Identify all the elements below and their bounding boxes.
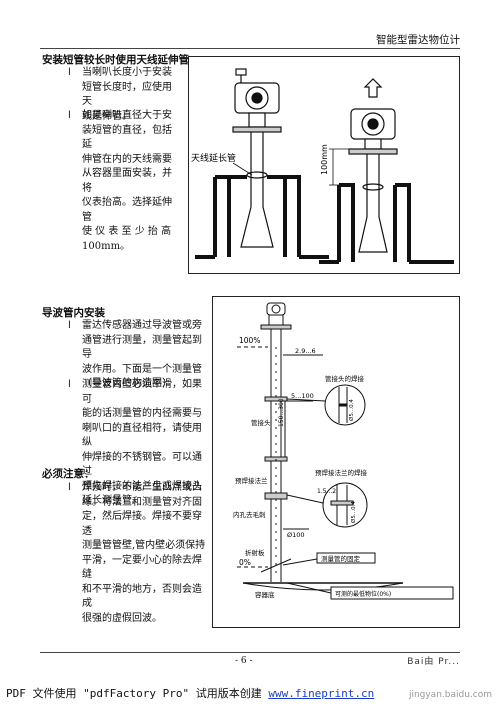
inner-hole-label: 内孔去毛刺 xyxy=(233,510,266,519)
pct-100-label: 100% xyxy=(239,336,260,345)
extension-pipe-diagram: 天线延长管 100mm xyxy=(191,68,454,264)
text-line: 波作用。下面是一个测量管 xyxy=(82,363,202,375)
bullet-marker: l xyxy=(68,67,71,78)
stilling-well-diagram: 100% 0% 2.9...6 150...300 5...100 Ø100 管… xyxy=(233,302,454,600)
fixing-label: 测量管的固定 xyxy=(321,554,361,563)
dia-label-a: Ø5...0.4 xyxy=(348,399,355,421)
text-line: 如果喇叭直径大于安 xyxy=(82,110,172,121)
text-line: 100mm。 xyxy=(82,240,131,252)
bottom-label: 容器底 xyxy=(255,590,275,599)
text-line: 焊接时，不能产生凸点或凸 xyxy=(82,482,202,493)
text-line: 平滑，一定要小心的除去焊缝 xyxy=(82,554,202,581)
bullet-marker: l xyxy=(68,320,71,331)
section2-bullet-2: l 测量管内壁必须平滑，如果可 能的话测量管的内径需要与 喇叭口的直径相符，请使… xyxy=(68,378,210,509)
text-line: 装短管的直径，包括延 xyxy=(82,124,172,151)
text-line: 和不平滑的地方，否则会造成 xyxy=(82,583,202,610)
text-line: （导波管的构造图） xyxy=(82,378,172,389)
figure-extension-pipe: 天线延长管 100mm xyxy=(188,56,460,274)
bullet-marker: l xyxy=(68,379,71,390)
text-line: 线延伸管。 xyxy=(82,110,132,122)
text-line: 雷达传感器通过导波管或旁 xyxy=(82,320,202,331)
watermark-text: Bai由 Pr... xyxy=(407,657,460,667)
dim-15-label: 1.5...2 xyxy=(317,488,336,495)
text-line: 通管进行测量，测量管起到导 xyxy=(82,334,202,361)
text-line: 很强的虚假回波。 xyxy=(82,612,162,624)
dim-5-label: 5...100 xyxy=(291,392,314,400)
section2-title: 导波管内安装 xyxy=(42,307,105,319)
text-line: 仪表抬高。选择延伸管 xyxy=(82,197,172,223)
pdf-credit-text: PDF 文件使用 "pdfFactory Pro" 试用版本创建 xyxy=(6,687,269,700)
figure-stilling-well: 100% 0% 2.9...6 150...300 5...100 Ø100 管… xyxy=(212,296,460,628)
header-divider xyxy=(40,48,460,49)
pdf-credit: PDF 文件使用 "pdfFactory Pro" 试用版本创建 www.fin… xyxy=(6,685,374,701)
text-line: 伸管在内的天线需要 xyxy=(82,153,172,165)
section1-title: 安装短管较长时使用天线延伸管 xyxy=(42,54,189,66)
text-line: 定，然后焊接。焊接不要穿透 xyxy=(82,511,202,537)
notes-bullet-1: l 焊接时，不能产生凸点或凸 缘。将法兰和测量管对齐固 定，然后焊接。焊接不要穿… xyxy=(68,481,210,626)
page-header: 智能型雷达物位计 xyxy=(376,34,460,46)
pipe-joint-label: 管接头 xyxy=(251,418,271,427)
pre-weld-flange-label: 预焊接法兰 xyxy=(235,476,268,485)
notes-title: 必须注意： xyxy=(42,468,95,480)
dia-label-b: Ø5...0.4 xyxy=(350,501,357,523)
dim-29-label: 2.9...6 xyxy=(295,347,316,355)
jingyan-watermark: jingyan.baidu.com xyxy=(408,690,492,700)
text-line: 喇叭口的直径相符，请使用纵 xyxy=(82,422,202,449)
text-line: 伸焊接的不锈钢管。可以通过 xyxy=(82,451,202,478)
text-line: 从容器里面安装，并将 xyxy=(82,168,172,194)
text-line: 测量管管壁,管内壁必须保持 xyxy=(82,540,206,551)
extension-pipe-label: 天线延长管 xyxy=(191,152,236,164)
bullet-marker: l xyxy=(68,482,71,493)
text-line: 测量管内壁必须平滑，如果可 xyxy=(82,379,202,405)
text-line: 预先焊接的法兰盘或焊接头 xyxy=(82,480,202,492)
text-line: 短管长度时，应使用天 xyxy=(82,81,172,108)
page-number: - 6 - xyxy=(235,656,253,666)
pipe-joint-weld-label: 管接头的焊接 xyxy=(325,374,365,383)
text-line: 使 仪 表 至 少 抬 高 xyxy=(82,226,172,237)
text-line: 缘。将法兰和测量管对齐固 xyxy=(82,496,202,508)
dim-150-label: 150...300 xyxy=(278,398,285,427)
reflector-label: 折射板 xyxy=(245,548,265,557)
pct-0-label: 0% xyxy=(239,558,251,567)
min-level-label: 可测的最低物位(0%) xyxy=(335,590,391,598)
section1-bullet-2: l 如果喇叭直径大于安 装短管的直径，包括延 伸管在内的天线需要 从容器里面安装… xyxy=(68,109,180,254)
section2-bullet-1: l 雷达传感器通过导波管或旁 通管进行测量，测量管起到导 波作用。下面是一个测量… xyxy=(68,319,210,392)
text-line: 能的话测量管的内径需要与 xyxy=(82,408,202,419)
flange-weld-label: 预焊接法兰的焊接 xyxy=(315,468,368,477)
pdf-credit-link[interactable]: www.fineprint.cn xyxy=(268,687,375,700)
text-line: 当喇叭长度小于安装 xyxy=(82,67,172,78)
dim-100mm: 100mm xyxy=(320,144,329,175)
bullet-marker: l xyxy=(68,110,71,121)
dim-100-label: Ø100 xyxy=(287,531,305,539)
section1-bullet-1: l 当喇叭长度小于安装 短管长度时，应使用天 线延伸管。 xyxy=(68,66,180,124)
text-line: 延长测量管。 xyxy=(82,495,142,506)
footer-divider xyxy=(40,652,460,653)
